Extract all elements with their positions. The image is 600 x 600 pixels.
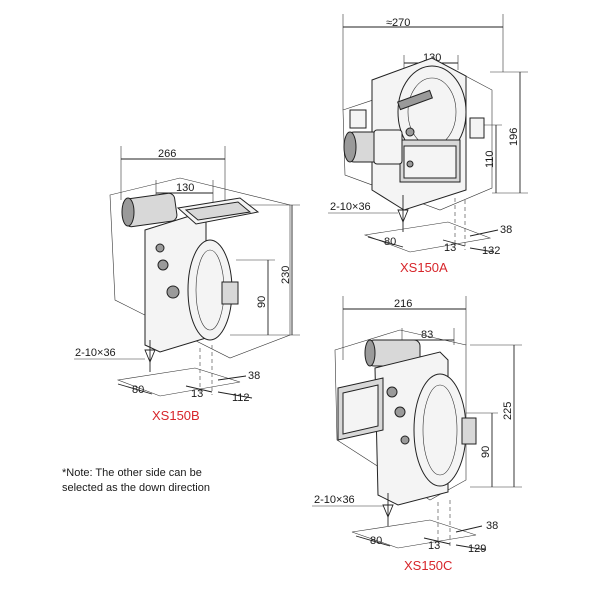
- xs150c-overall-width: 216: [394, 298, 412, 310]
- xs150c-height-total: 225: [502, 402, 514, 420]
- xs150a-drawing: ≈270 130 196 110 2-10×36: [328, 14, 528, 275]
- xs150c-spec: 2-10×36: [314, 494, 355, 506]
- xs150c-height-lower: 90: [480, 446, 492, 458]
- xs150c-base-13: 13: [428, 540, 440, 552]
- xs150b-drawing: 266 130 230 90 2-10×36: [74, 146, 300, 423]
- xs150a-base-13: 13: [444, 242, 456, 254]
- xs150c-label: XS150C: [404, 558, 452, 573]
- xs150a-base-80: 80: [384, 236, 396, 248]
- xs150a-height-lower: 110: [484, 150, 496, 168]
- xs150c-inner-width: 83: [421, 329, 433, 341]
- xs150c-drawing: 216 83 225 90 2-10×36: [312, 296, 522, 573]
- direction-note: *Note: The other side can be selected as…: [62, 466, 292, 496]
- xs150a-label: XS150A: [400, 260, 448, 275]
- xs150a-base-132: 132: [482, 245, 500, 257]
- note-line-2: selected as the down direction: [62, 482, 210, 494]
- xs150b-height-lower: 90: [256, 296, 268, 308]
- xs150b-base-13: 13: [191, 388, 203, 400]
- xs150b-base-80: 80: [132, 384, 144, 396]
- xs150b-height-total: 230: [280, 266, 292, 284]
- xs150b-label: XS150B: [152, 408, 200, 423]
- xs150b-base-38: 38: [248, 370, 260, 382]
- xs150a-spec: 2-10×36: [330, 201, 371, 213]
- xs150b-inner-width: 130: [176, 182, 194, 194]
- xs150b-spec: 2-10×36: [75, 347, 116, 359]
- xs150c-base-129: 129: [468, 543, 486, 555]
- xs150b-overall-width: 266: [158, 148, 176, 160]
- note-line-1: *Note: The other side can be: [62, 467, 202, 479]
- xs150c-base-80: 80: [370, 535, 382, 547]
- xs150a-height-total: 196: [508, 128, 520, 146]
- xs150a-base-38: 38: [500, 224, 512, 236]
- xs150b-base-112: 112: [232, 392, 250, 404]
- xs150c-base-38: 38: [486, 520, 498, 532]
- xs150a-overall-width: ≈270: [386, 17, 410, 29]
